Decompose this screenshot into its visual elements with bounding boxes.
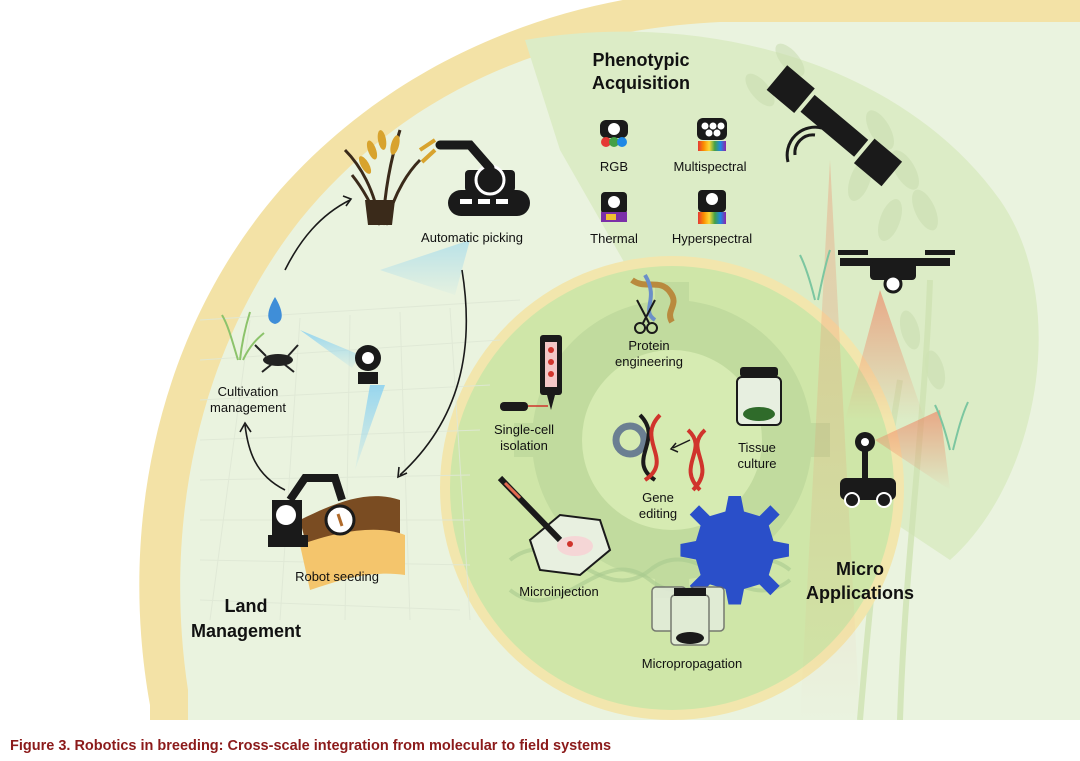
satellite-icon	[766, 65, 903, 720]
protein-engineering-label: Protein engineering	[615, 338, 683, 369]
microinjection-label: Microinjection	[519, 584, 598, 599]
svg-text:engineering: engineering	[615, 354, 683, 369]
protein-scissors-icon	[630, 273, 677, 334]
microinjection-icon	[497, 475, 612, 577]
svg-text:Single-cell: Single-cell	[494, 422, 554, 437]
robotics-breeding-diagram: Phenotypic Acquisition RGB Multispectral…	[139, 0, 1080, 720]
hyperspectral-label: Hyperspectral	[672, 231, 752, 246]
svg-text:Protein: Protein	[628, 338, 669, 353]
svg-text:Micro: Micro	[836, 559, 884, 579]
svg-text:Gene: Gene	[642, 490, 674, 505]
svg-text:Acquisition: Acquisition	[592, 73, 690, 93]
micropropagation-jars-icon	[651, 495, 789, 646]
right-grass-icon	[799, 249, 969, 451]
field-grid	[199, 299, 521, 621]
land-cycle-arrows	[239, 195, 468, 491]
svg-text:culture: culture	[737, 456, 776, 471]
svg-text:Applications: Applications	[806, 583, 914, 603]
thermal-label: Thermal	[590, 231, 638, 246]
wheat-grains-background	[745, 43, 946, 390]
cultivation-management-label: Cultivation management	[210, 384, 286, 415]
multispectral-sensor-icon	[697, 118, 727, 151]
thermal-sensor-icon	[601, 192, 627, 222]
seeding-robot-icon	[268, 474, 405, 590]
drone-icon	[838, 250, 955, 420]
rgb-sensor-icon	[600, 120, 628, 147]
svg-text:editing: editing	[639, 506, 677, 521]
single-cell-device-icon	[500, 335, 562, 411]
svg-text:Land: Land	[225, 596, 268, 616]
gene-editing-label: Gene editing	[639, 490, 677, 521]
automatic-picking-label: Automatic picking	[421, 230, 523, 245]
camera-sensor-icon	[300, 240, 470, 470]
rgb-label: RGB	[600, 159, 628, 174]
svg-text:isolation: isolation	[500, 438, 548, 453]
single-cell-isolation-label: Single-cell isolation	[494, 422, 554, 453]
ground-rover-icon	[840, 410, 950, 508]
hyperspectral-sensor-icon	[698, 190, 726, 224]
svg-text:management: management	[210, 400, 286, 415]
grass-icon	[221, 311, 265, 361]
gene-editing-icon	[612, 413, 707, 492]
rice-plant-icon	[343, 129, 422, 226]
water-drop-icon	[268, 297, 282, 324]
multispectral-label: Multispectral	[674, 159, 747, 174]
svg-text:Cultivation: Cultivation	[218, 384, 279, 399]
svg-text:Phenotypic: Phenotypic	[592, 50, 689, 70]
tissue-culture-label: Tissue culture	[737, 440, 776, 471]
figure-caption: Figure 3. Robotics in breeding: Cross-sc…	[10, 738, 612, 754]
micropropagation-label: Micropropagation	[642, 656, 742, 671]
tissue-culture-jar-icon	[736, 367, 782, 426]
svg-text:Management: Management	[191, 621, 301, 641]
phenotypic-acquisition-title: Phenotypic Acquisition	[592, 50, 690, 93]
land-management-title: Land Management	[191, 596, 301, 641]
picking-robot-icon	[418, 138, 530, 216]
cricket-icon	[254, 344, 299, 373]
svg-text:Tissue: Tissue	[738, 440, 776, 455]
robot-seeding-label: Robot seeding	[295, 569, 379, 584]
micro-applications-title: Micro Applications	[806, 559, 914, 603]
